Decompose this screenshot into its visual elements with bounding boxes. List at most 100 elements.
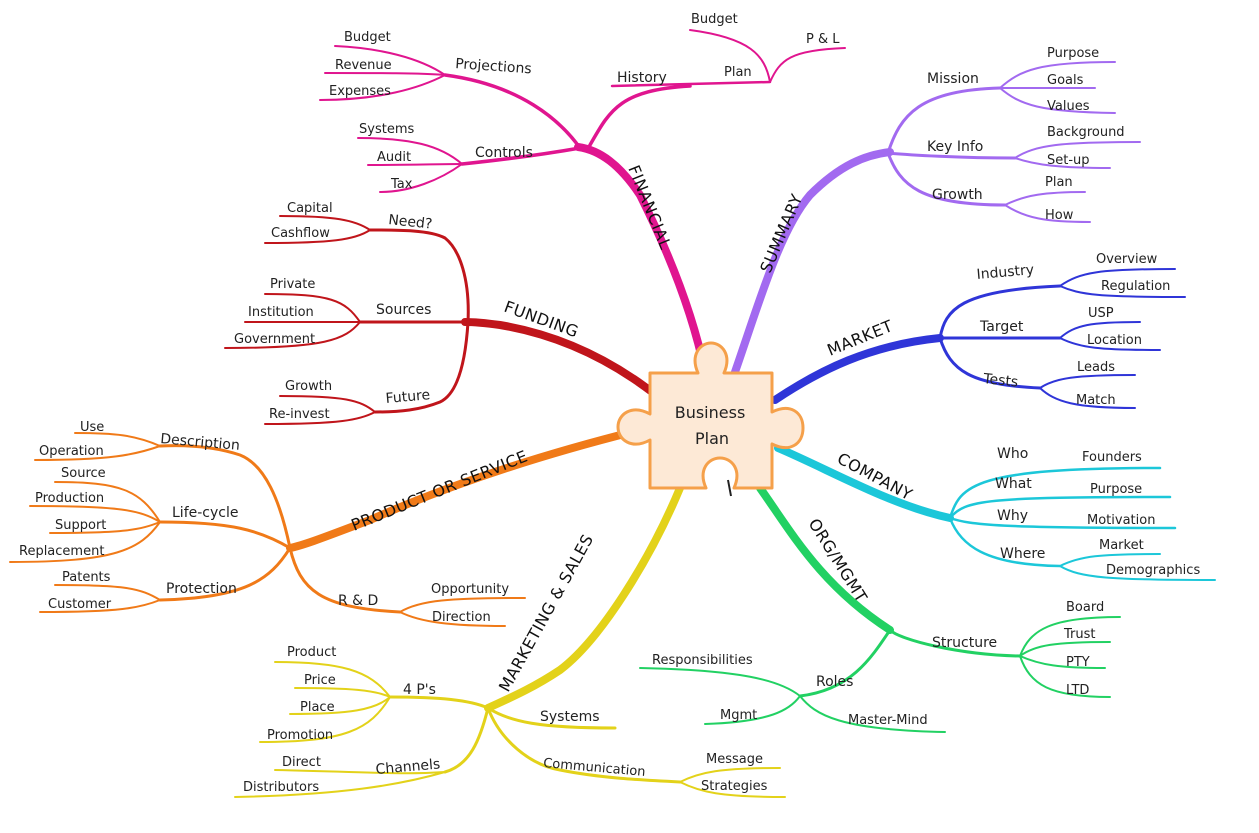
need-capital bbox=[279, 215, 371, 231]
orgmgmt-trunk bbox=[756, 484, 894, 634]
sources-label: Sources bbox=[376, 302, 431, 318]
description-item-1: Operation bbox=[39, 444, 104, 459]
future-reinvest bbox=[264, 411, 376, 425]
controls-tax bbox=[379, 163, 463, 193]
center-puzzle-piece bbox=[616, 341, 805, 490]
description-operation bbox=[34, 445, 161, 461]
future-label: Future bbox=[385, 387, 431, 407]
who-item: Founders bbox=[1082, 450, 1142, 465]
marketing-title: MARKETING & SALES bbox=[495, 531, 597, 695]
controls-item-1: Audit bbox=[377, 150, 411, 165]
communication-item-0: Message bbox=[706, 752, 763, 767]
mission-label: Mission bbox=[927, 71, 979, 87]
structure-item-2: PTY bbox=[1066, 655, 1090, 670]
history-plan: Plan bbox=[724, 65, 752, 80]
future-item-1: Re-invest bbox=[269, 407, 330, 422]
lifecycle-item-1: Production bbox=[35, 491, 104, 506]
product-to-description bbox=[158, 444, 292, 550]
keyinfo-item-0: Background bbox=[1047, 125, 1125, 140]
company-to-who bbox=[948, 466, 1162, 520]
target-label: Target bbox=[979, 319, 1024, 335]
company-trunk bbox=[774, 444, 954, 522]
sources-government bbox=[224, 321, 361, 349]
where-item-1: Demographics bbox=[1106, 563, 1200, 578]
need-cashflow bbox=[264, 229, 371, 244]
branch-funding bbox=[224, 215, 656, 425]
financial-to-projections bbox=[443, 73, 582, 150]
keyinfo-background bbox=[1014, 141, 1141, 159]
controls-item-2: Tax bbox=[390, 177, 413, 192]
roles-mgmt bbox=[704, 695, 801, 725]
projections-item-2: Expenses bbox=[329, 84, 391, 99]
lifecycle-production bbox=[29, 505, 161, 523]
target-location bbox=[1059, 337, 1161, 351]
financial-to-controls bbox=[460, 146, 582, 166]
description-label: Description bbox=[160, 431, 241, 454]
tests-match bbox=[1039, 387, 1136, 409]
why-item: Motivation bbox=[1087, 513, 1155, 528]
market-labels: MARKET Industry Overview Regulation Targ… bbox=[824, 252, 1170, 408]
need-label: Need? bbox=[388, 212, 433, 233]
future-growth bbox=[279, 395, 376, 413]
structure-pty bbox=[1019, 655, 1106, 669]
why-label: Why bbox=[997, 508, 1028, 524]
fourps-promotion bbox=[259, 696, 391, 743]
pen-mark bbox=[727, 479, 732, 497]
fourps-item-2: Place bbox=[300, 700, 335, 715]
protection-item-0: Patents bbox=[62, 570, 111, 585]
structure-board bbox=[1019, 616, 1121, 657]
description-item-0: Use bbox=[80, 420, 104, 435]
rd-direction bbox=[399, 611, 506, 627]
tests-item-0: Leads bbox=[1077, 360, 1115, 375]
comm-message bbox=[679, 767, 781, 783]
sources-item-1: Institution bbox=[248, 305, 314, 320]
where-label: Where bbox=[1000, 546, 1045, 562]
funding-to-future bbox=[373, 320, 470, 414]
channels-distributors bbox=[234, 771, 446, 798]
summary-labels: SUMMARY Mission Purpose Goals Values Key… bbox=[756, 46, 1124, 276]
structure-ltd bbox=[1019, 655, 1111, 698]
structure-label: Structure bbox=[932, 635, 997, 651]
need-item-1: Cashflow bbox=[271, 226, 330, 241]
center-title-line1: Business bbox=[675, 403, 746, 422]
controls-systems bbox=[357, 137, 463, 165]
financial-title: FINANCIAL bbox=[624, 162, 675, 252]
plan-to-budget bbox=[689, 29, 771, 83]
projections-budget bbox=[334, 45, 446, 76]
history-line bbox=[610, 80, 772, 88]
branch-orgmgmt bbox=[639, 484, 1121, 733]
fourps-price bbox=[294, 687, 391, 698]
market-to-industry bbox=[938, 284, 1062, 340]
orgmgmt-structure-line bbox=[888, 628, 1022, 658]
rd-item-1: Direction bbox=[432, 610, 491, 625]
company-to-what bbox=[948, 495, 1172, 520]
need-item-0: Capital bbox=[287, 201, 333, 216]
projections-label: Projections bbox=[455, 56, 532, 77]
product-to-lifecycle bbox=[158, 520, 292, 550]
mastermind-label: Master-Mind bbox=[848, 713, 928, 728]
branch-marketing bbox=[234, 484, 786, 798]
branch-market bbox=[771, 268, 1186, 409]
marketing-to-systems bbox=[486, 706, 617, 730]
keyinfo-setup bbox=[1014, 157, 1111, 169]
lifecycle-label: Life-cycle bbox=[172, 505, 238, 521]
funding-trunk bbox=[461, 318, 656, 396]
mission-item-2: Values bbox=[1047, 99, 1090, 114]
financial-trunk bbox=[574, 143, 709, 376]
comm-strategies bbox=[679, 781, 786, 798]
orgmgmt-to-roles bbox=[798, 628, 892, 698]
financial-to-history bbox=[588, 84, 692, 147]
description-use bbox=[74, 432, 161, 447]
roles-item-0: Responsibilities bbox=[652, 653, 753, 668]
lifecycle-replacement bbox=[9, 521, 161, 563]
branch-financial bbox=[319, 29, 846, 376]
industry-label: Industry bbox=[976, 262, 1035, 283]
where-market bbox=[1059, 553, 1161, 567]
company-to-why bbox=[948, 516, 1177, 530]
growth-plan bbox=[1004, 191, 1086, 206]
fourps-item-3: Promotion bbox=[267, 728, 333, 743]
lifecycle-item-0: Source bbox=[61, 466, 106, 481]
fourps-place bbox=[289, 696, 391, 715]
fourps-item-1: Price bbox=[304, 673, 336, 688]
